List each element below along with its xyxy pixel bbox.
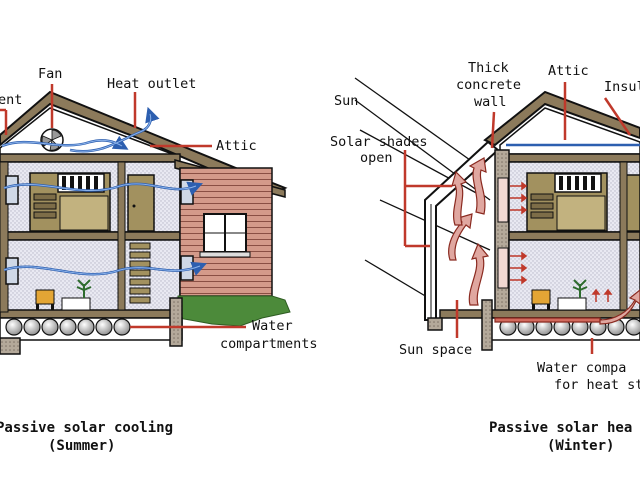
winter-attic-floor xyxy=(496,153,640,163)
summer-caption-season: (Summer) xyxy=(48,438,115,454)
sun-label: Sun xyxy=(334,93,358,109)
solar-shades-label-line2: open xyxy=(360,150,393,166)
summer-footing xyxy=(0,337,21,355)
thick-wall-label-line1: Thick xyxy=(468,60,509,76)
summer-caption-title: Passive solar cooling xyxy=(0,420,173,436)
winter-caption-season: (Winter) xyxy=(547,438,614,454)
summer-water-tanks xyxy=(5,318,131,336)
summer-mid-floor xyxy=(0,231,181,241)
winter-chair xyxy=(531,289,551,305)
solar-shades-label-line1: Solar shades xyxy=(330,134,428,150)
summer-bunk-bed xyxy=(29,172,111,232)
summer-partition xyxy=(117,161,126,311)
thick-wall-label-line2: concrete xyxy=(456,77,521,93)
summer-leaders xyxy=(0,84,246,329)
winter-radiant-arrows xyxy=(510,181,613,302)
summer-attic-floor xyxy=(0,153,181,163)
insulation-label: Insul xyxy=(604,79,640,95)
summer-labels: ent Fan Heat outlet Attic Water compartm… xyxy=(0,66,318,352)
summer-stairs xyxy=(129,242,151,304)
summer-left-wall xyxy=(0,161,9,313)
thick-wall-label-line3: wall xyxy=(474,94,507,110)
fan-icon xyxy=(40,128,64,152)
winter-water-label-line1: Water compa xyxy=(537,360,626,376)
summer-grass xyxy=(177,295,291,327)
winter-heat-flow xyxy=(448,157,640,325)
summer-window-upper xyxy=(5,175,19,205)
winter-plant xyxy=(572,279,588,298)
summer-plant xyxy=(76,279,92,298)
winter-attic-label: Attic xyxy=(548,63,589,79)
sun-space-label: Sun space xyxy=(399,342,472,358)
summer-water-label-line2: compartments xyxy=(220,336,318,352)
winter-floor xyxy=(439,309,640,319)
winter-water-label-line2: for heat sto xyxy=(554,377,640,393)
summer-water-label-line1: Water xyxy=(252,318,293,334)
summer-house xyxy=(0,84,291,355)
sun-rays xyxy=(354,77,491,301)
summer-air-flow-fill xyxy=(1,113,201,275)
summer-chair xyxy=(35,289,55,305)
summer-attic-label: Attic xyxy=(216,138,257,154)
summer-window-lower xyxy=(5,257,19,285)
summer-side-window-upper xyxy=(180,179,194,205)
winter-house xyxy=(354,77,640,354)
fan-label: Fan xyxy=(38,66,62,82)
winter-bunk-bed xyxy=(526,172,608,232)
heat-outlet-label: Heat outlet xyxy=(107,76,196,92)
summer-floor xyxy=(0,309,181,319)
summer-table xyxy=(61,297,91,311)
winter-table xyxy=(557,297,587,311)
winter-labels: Sun Solar shades open Thick concrete wal… xyxy=(330,60,640,393)
vent-label: ent xyxy=(0,92,22,108)
winter-wall-window xyxy=(497,177,509,223)
winter-caption-title: Passive solar hea xyxy=(489,420,632,436)
winter-footing xyxy=(427,317,443,331)
winter-leaders xyxy=(403,82,632,354)
winter-roof xyxy=(483,90,640,147)
thick-concrete-wall xyxy=(494,149,510,321)
